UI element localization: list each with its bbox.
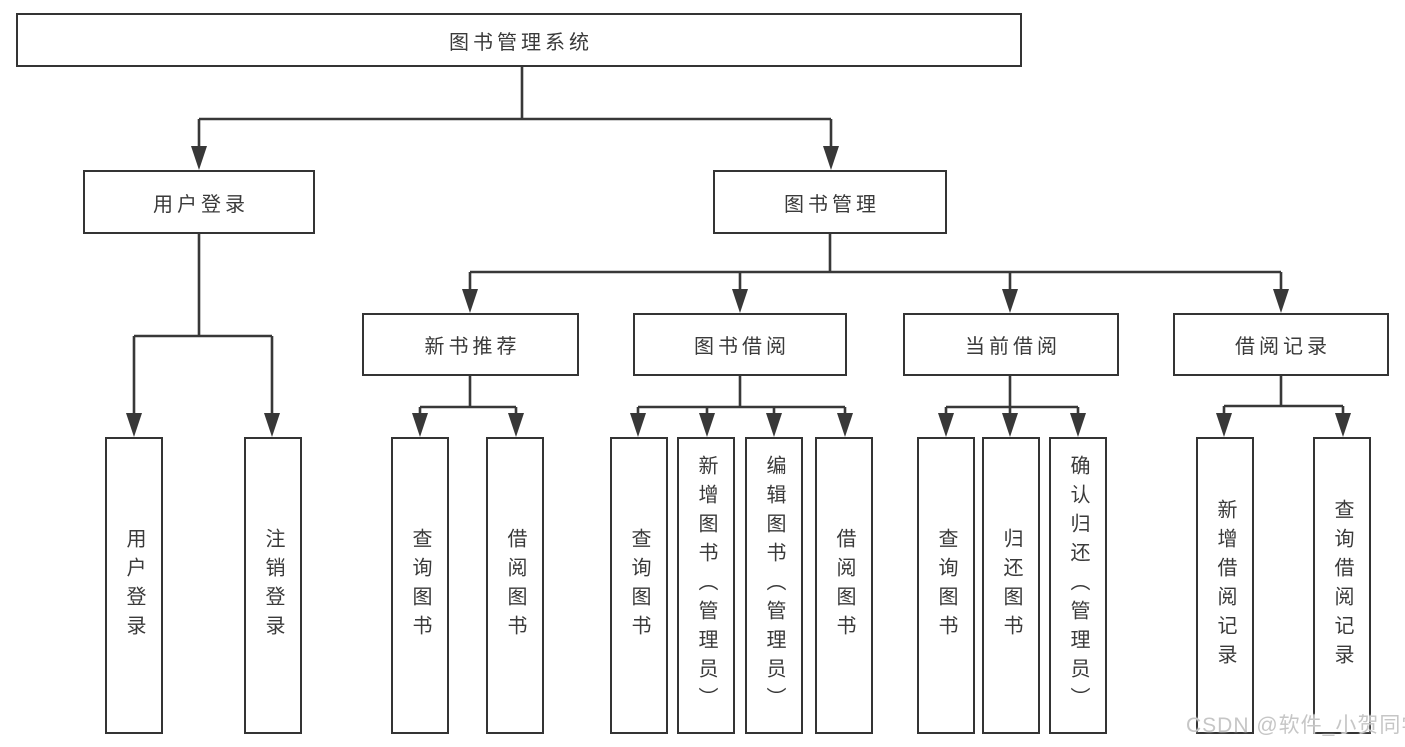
node-book-borrow: 图书借阅	[633, 313, 847, 376]
leaf-add-books-admin: 新增图书（管理员）	[677, 437, 735, 734]
csdn-watermark: CSDN @软件_小贺同学	[1186, 714, 1405, 737]
node-label: 当前借阅	[965, 336, 1061, 358]
leaf-label: 查询图书	[935, 527, 957, 644]
node-label: 借阅记录	[1235, 336, 1331, 358]
node-current-borrow: 当前借阅	[903, 313, 1119, 376]
leaf-return-books: 归还图书	[982, 437, 1040, 734]
leaf-label: 查询图书	[628, 527, 650, 644]
leaf-borrow-books-recommend: 借阅图书	[486, 437, 544, 734]
node-label: 图书借阅	[694, 336, 790, 358]
leaf-label: 查询图书	[409, 527, 431, 644]
arrowhead-icons	[126, 146, 1351, 437]
leaf-label: 用户登录	[123, 527, 145, 644]
leaf-label: 查询借阅记录	[1331, 498, 1353, 673]
leaf-query-books-recommend: 查询图书	[391, 437, 449, 734]
node-book-management-module: 图书管理	[713, 170, 947, 234]
leaf-label: 新增借阅记录	[1214, 498, 1236, 673]
leaf-label: 借阅图书	[833, 527, 855, 644]
leaf-query-books-borrow: 查询图书	[610, 437, 668, 734]
leaf-user-login: 用户登录	[105, 437, 163, 734]
node-new-book-recommend: 新书推荐	[362, 313, 579, 376]
leaf-label: 编辑图书（管理员）	[763, 455, 785, 716]
leaf-query-books-current: 查询图书	[917, 437, 975, 734]
node-borrow-records: 借阅记录	[1173, 313, 1389, 376]
leaf-label: 注销登录	[262, 527, 284, 644]
node-label: 新书推荐	[424, 336, 521, 358]
node-label: 图书管理	[784, 193, 880, 216]
node-user-login-module: 用户登录	[83, 170, 315, 234]
leaf-edit-books-admin: 编辑图书（管理员）	[745, 437, 803, 734]
leaf-borrow-books: 借阅图书	[815, 437, 873, 734]
leaf-confirm-return-admin: 确认归还（管理员）	[1049, 437, 1107, 734]
node-root-label: 图书管理系统	[449, 31, 593, 54]
leaf-query-borrow-record: 查询借阅记录	[1313, 437, 1371, 734]
leaf-label: 借阅图书	[504, 527, 526, 644]
leaf-add-borrow-record: 新增借阅记录	[1196, 437, 1254, 734]
node-label: 用户登录	[153, 193, 249, 216]
leaf-label: 归还图书	[1000, 527, 1022, 644]
leaf-logout: 注销登录	[244, 437, 302, 734]
leaf-label: 确认归还（管理员）	[1067, 455, 1089, 716]
node-root-system: 图书管理系统	[16, 13, 1022, 67]
leaf-label: 新增图书（管理员）	[695, 455, 717, 716]
